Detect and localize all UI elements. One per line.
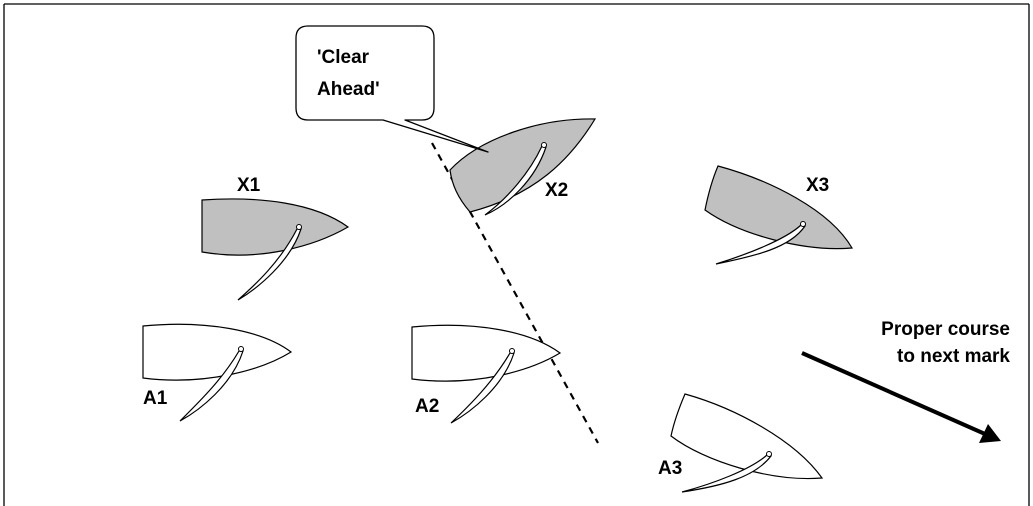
boat-a1-hull — [142, 323, 293, 381]
boat-x2-sail — [484, 145, 547, 216]
boat-a1-mast — [238, 346, 244, 352]
boat-x3-label: X3 — [806, 175, 829, 196]
boat-a1-label: A1 — [143, 388, 168, 409]
frame — [3, 3, 1030, 506]
boat-a1-sail — [179, 350, 244, 422]
callout-line-2: Ahead' — [317, 79, 380, 100]
boat-a2: A2 — [411, 324, 562, 424]
boat-x1-mast — [296, 224, 302, 230]
boat-x1-hull — [201, 198, 350, 256]
proper-course-arrow-shaft — [801, 351, 986, 436]
boat-x1-label: X1 — [237, 175, 261, 196]
boat-a1: A1 — [142, 323, 293, 422]
boat-x2-mast — [541, 142, 547, 148]
boat-a3: A3 — [658, 393, 824, 493]
proper-course-indicator: Proper course to next mark — [801, 319, 1010, 443]
boat-x2-hull — [449, 118, 597, 213]
proper-course-line-2: to next mark — [897, 346, 1010, 367]
proper-course-arrow-head — [979, 424, 1001, 443]
boat-a2-label: A2 — [415, 396, 439, 417]
boat-x3: X3 — [704, 165, 853, 265]
callout-line-1: 'Clear — [317, 47, 370, 68]
boat-x2-label: X2 — [545, 180, 568, 201]
boat-a3-sail — [681, 454, 773, 493]
boat-a2-mast — [509, 348, 515, 354]
boat-a2-hull — [411, 324, 562, 382]
boat-x3-sail — [715, 224, 806, 265]
clear-ahead-callout: 'Clear Ahead' — [295, 25, 489, 153]
boat-a3-mast — [766, 451, 772, 457]
boat-x3-mast — [800, 221, 806, 227]
boat-a3-label: A3 — [658, 458, 682, 479]
boat-a2-sail — [450, 352, 515, 424]
proper-course-line-1: Proper course — [881, 319, 1010, 340]
callout-bubble — [295, 25, 489, 153]
boat-x3-hull — [704, 165, 853, 250]
boat-x1-sail — [237, 228, 302, 301]
boat-x2: X2 — [449, 118, 597, 216]
boat-x1: X1 — [201, 175, 350, 301]
boat-a3-hull — [670, 393, 824, 480]
